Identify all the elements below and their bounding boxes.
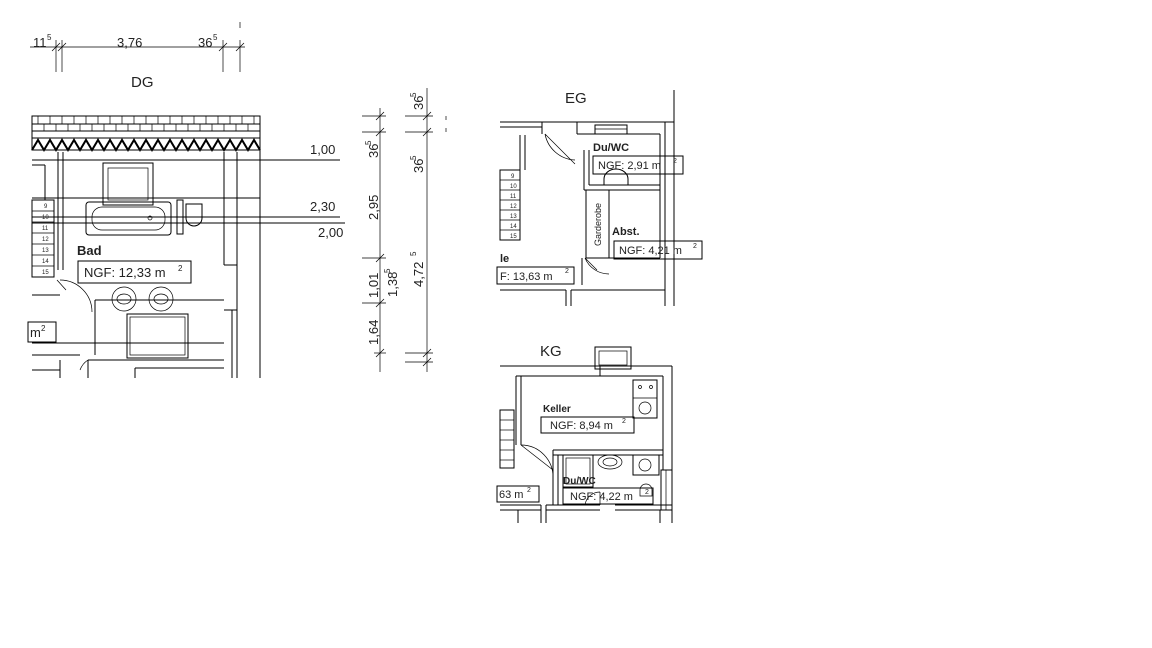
dim-label-left: 11 [33, 35, 47, 50]
window-icon [660, 469, 673, 511]
level-label-200: 2,00 [318, 225, 343, 240]
vdim-a-1-sup: 5 [364, 140, 373, 145]
room-area-cut: m [30, 325, 41, 340]
vertical-dimension-chain-b: 36 5 36 5 4,72 5 1,38 5 [383, 88, 447, 372]
area-box [27, 321, 57, 343]
vdim-b-3-sup: 5 [409, 251, 418, 256]
area-box [496, 266, 575, 285]
stair-step-label: 9 [44, 204, 48, 210]
window-icon [594, 124, 628, 135]
garderobe-label: Garderobe [593, 203, 603, 246]
room-area-cut-sup: 2 [41, 324, 46, 333]
room-name-duwc: Du/WC [593, 142, 629, 154]
stair-step-label: 15 [42, 270, 49, 276]
eg-plan: EG 9 10 11 12 13 14 15 [496, 90, 703, 306]
door-swing-icon [56, 279, 93, 313]
dg-floor-label: DG [131, 74, 154, 91]
room-name-bad: Bad [77, 243, 102, 258]
room-area-bad: NGF: 12,33 m [84, 265, 166, 280]
level-label-230: 2,30 [310, 199, 335, 214]
dg-top-dimension-chain: 11 5 3,76 36 5 [30, 22, 245, 72]
room-name-diele: le [500, 253, 509, 265]
vdim-b-4: 1,38 [385, 272, 400, 297]
sink-icon [148, 286, 174, 312]
dim-label-left-sup: 5 [47, 33, 52, 42]
vdim-a-3: 1,01 [366, 273, 381, 298]
dg-bath-fixtures [56, 162, 203, 371]
room-area-kg-duwc-sup: 2 [645, 489, 649, 496]
stair-step-label: 10 [510, 184, 517, 190]
stair-step-label: 12 [42, 237, 49, 243]
vdim-b-1-sup: 5 [409, 92, 418, 97]
dg-roof-section [31, 115, 261, 152]
room-area-keller-sup: 2 [622, 418, 626, 425]
door-swing-icon [544, 133, 576, 165]
level-label-100: 1,00 [310, 142, 335, 157]
vdim-b-1: 36 [411, 96, 426, 110]
area-box [496, 485, 540, 503]
bathtub-icon [85, 201, 172, 236]
vdim-b-2: 36 [411, 159, 426, 173]
sink-icon [111, 286, 137, 312]
dim-label-right-sup: 5 [213, 33, 218, 42]
washing-machine-icon [632, 379, 658, 419]
room-area-duwc: NGF: 2,91 m [598, 160, 661, 172]
stair-step-label: 10 [42, 215, 49, 221]
dg-walls [32, 116, 261, 378]
room-name-kg-duwc: Du/WC [563, 476, 596, 487]
room-area-keller: NGF: 8,94 m [550, 420, 613, 432]
dg-stairs: 9 10 11 12 13 14 15 [31, 199, 55, 278]
dim-label-right: 36 [198, 35, 212, 50]
room-area-diele-sup: 2 [565, 268, 569, 275]
vdim-a-4: 1,64 [366, 320, 381, 345]
vdim-b-3: 4,72 [411, 262, 426, 287]
kg-floor-label: KG [540, 343, 562, 360]
kg-plan: KG [496, 343, 673, 523]
room-area-abst: NGF: 4,21 m [619, 245, 682, 257]
sink-icon [603, 168, 629, 185]
stair-step-label: 12 [510, 204, 517, 210]
stair-step-label: 9 [511, 174, 515, 180]
room-name-abst: Abst. [612, 226, 640, 238]
sink-icon [597, 454, 623, 470]
dim-label-middle: 3,76 [117, 35, 142, 50]
vdim-b-4-sup: 5 [383, 268, 392, 273]
vertical-dimension-chain-a: 36 5 2,95 1,01 1,64 [362, 108, 386, 372]
stair-step-label: 11 [42, 226, 49, 232]
vdim-a-1: 36 [366, 144, 381, 158]
skylight-icon [102, 162, 154, 206]
room-name-keller: Keller [543, 404, 571, 415]
room-area-abst-sup: 2 [693, 243, 697, 250]
room-area-duwc-sup: 2 [673, 158, 677, 165]
stair-step-label: 14 [42, 259, 49, 265]
light-shaft-icon [594, 346, 632, 370]
vdim-a-2: 2,95 [366, 195, 381, 220]
stair-step-label: 14 [510, 224, 517, 230]
room-area-diele: F: 13,63 m [500, 271, 553, 283]
area-box [592, 155, 684, 175]
room-area-kg-cut: 63 m [499, 489, 523, 501]
toilet-icon [185, 203, 203, 227]
area-box [77, 260, 192, 284]
area-box [540, 416, 635, 434]
stair-step-label: 15 [510, 234, 517, 240]
room-area-kg-cut-sup: 2 [527, 487, 531, 494]
stair-step-label: 13 [510, 214, 517, 220]
area-box [613, 240, 703, 260]
dg-level-lines: 1,00 2,30 2,00 [32, 142, 345, 240]
stair-step-label: 13 [42, 248, 49, 254]
room-area-bad-sup: 2 [178, 264, 183, 273]
shower-tray-icon [562, 454, 594, 488]
stair-step-label: 11 [510, 194, 517, 200]
dg-plan: DG 11 5 3,76 36 5 [27, 22, 345, 378]
area-box [562, 487, 654, 505]
toilet-icon [639, 483, 653, 497]
eg-floor-label: EG [565, 90, 587, 107]
shower-tray-icon [126, 313, 189, 359]
door-swing-icon [520, 444, 554, 479]
room-area-kg-duwc: NGF: 4,22 m [570, 491, 633, 503]
vdim-b-2-sup: 5 [409, 155, 418, 160]
